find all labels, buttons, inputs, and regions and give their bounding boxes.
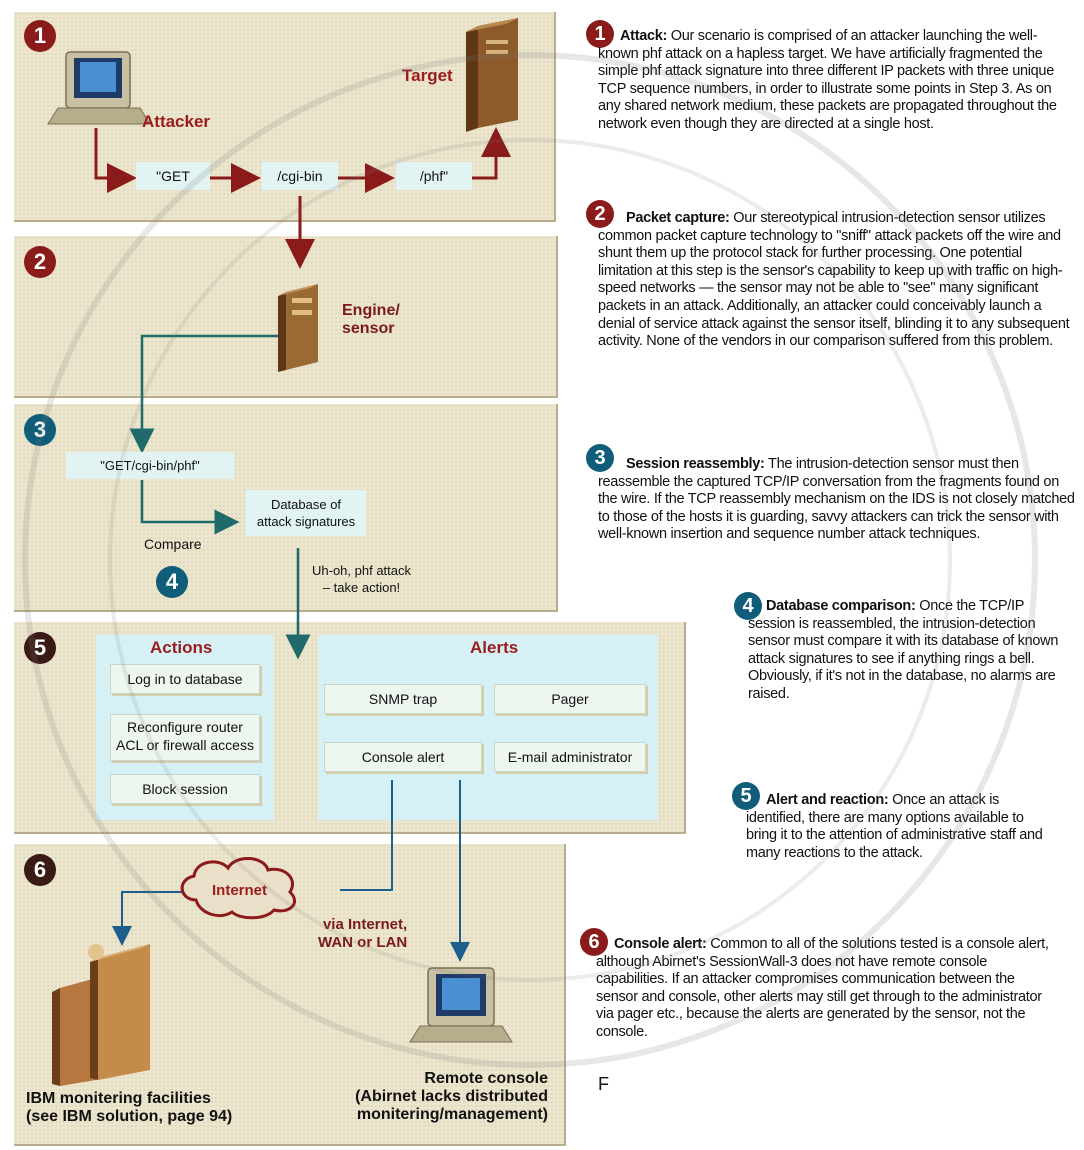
internet-cloud-icon bbox=[180, 857, 297, 920]
via-line2: WAN or LAN bbox=[318, 934, 408, 951]
step4-badge: 4 bbox=[156, 566, 188, 598]
action-reconfigure-line2: ACL or firewall access bbox=[116, 737, 254, 753]
desc-4-heading: Database comparison: bbox=[766, 598, 916, 614]
desc-2: Packet capture: Our stereotypical intrus… bbox=[598, 210, 1076, 351]
action-log-database: Log in to database bbox=[110, 664, 260, 694]
remote-console-label: Remote console (Abirnet lacks distribute… bbox=[304, 1070, 548, 1124]
alert-console: Console alert bbox=[324, 742, 482, 772]
packet-3: /phf" bbox=[396, 162, 472, 190]
action-reconfigure-line1: Reconfigure router bbox=[127, 719, 243, 735]
database-box: Database of attack signatures bbox=[246, 490, 366, 536]
via-line1: via Internet, bbox=[322, 916, 408, 933]
database-line2: attack signatures bbox=[256, 514, 356, 529]
remote-line3: monitering/management) bbox=[356, 1106, 548, 1123]
desc-4-badge: 4 bbox=[734, 592, 762, 620]
alert-pager: Pager bbox=[494, 684, 646, 714]
desc-5-body: Once an attack is identified, there are … bbox=[746, 792, 1043, 861]
alert-email-admin: E-mail administrator bbox=[494, 742, 646, 772]
desc-4-body: Once the TCP/IP session is reassembled, … bbox=[748, 598, 1059, 702]
internet-label: Internet bbox=[212, 882, 268, 899]
request-string: "GET/cgi-bin/phf" bbox=[66, 452, 234, 479]
target-label: Target bbox=[402, 66, 453, 85]
desc-1-heading: Attack: bbox=[620, 28, 668, 44]
alerts-title: Alerts bbox=[470, 638, 519, 657]
actions-title: Actions bbox=[150, 638, 213, 657]
desc-1-body: Our scenario is comprised of an attacker… bbox=[598, 28, 1057, 132]
attacker-label: Attacker bbox=[142, 112, 211, 131]
desc-6-heading: Console alert: bbox=[614, 936, 707, 952]
ibm-label: IBM monitering facilities (see IBM solut… bbox=[26, 1090, 232, 1126]
ibm-buildings-icon bbox=[52, 944, 150, 1086]
engine-sensor-icon bbox=[278, 284, 318, 372]
engine-label-line2: sensor bbox=[342, 320, 395, 337]
verdict-label: Uh-oh, phf attack – take action! bbox=[312, 562, 411, 596]
desc-3: Session reassembly: The intrusion-detect… bbox=[598, 456, 1076, 544]
attacker-computer-icon bbox=[47, 51, 151, 125]
verdict-line1: Uh-oh, phf attack bbox=[312, 563, 411, 578]
desc-6-badge: 6 bbox=[580, 928, 608, 956]
desc-2-body: Our stereotypical intrusion-detection se… bbox=[598, 210, 1070, 350]
step1-badge: 1 bbox=[24, 20, 56, 52]
remote-line2: (Abirnet lacks distributed bbox=[355, 1088, 548, 1105]
packet-1: "GET bbox=[136, 162, 210, 190]
alerts-group bbox=[318, 635, 658, 820]
engine-label-line1: Engine/ bbox=[342, 302, 400, 319]
desc-5-badge: 5 bbox=[732, 782, 760, 810]
desc-5: Alert and reaction: Once an attack is id… bbox=[746, 792, 1046, 862]
step3-badge: 3 bbox=[24, 414, 56, 446]
footer-mark: F bbox=[598, 1074, 609, 1094]
desc-3-body: The intrusion-detection sensor must then… bbox=[598, 456, 1075, 543]
action-block-session: Block session bbox=[110, 774, 260, 804]
desc-5-heading: Alert and reaction: bbox=[766, 792, 889, 808]
step2-badge: 2 bbox=[24, 246, 56, 278]
remote-console-icon bbox=[409, 967, 513, 1043]
action-reconfigure-router: Reconfigure router ACL or firewall acces… bbox=[110, 714, 260, 761]
desc-1: Attack: Our scenario is comprised of an … bbox=[598, 28, 1076, 134]
desc-2-heading: Packet capture: bbox=[626, 210, 730, 226]
step6-badge: 6 bbox=[24, 854, 56, 886]
desc-6: Console alert: Common to all of the solu… bbox=[596, 936, 1052, 1042]
alert-snmp-trap: SNMP trap bbox=[324, 684, 482, 714]
packet-2: /cgi-bin bbox=[262, 162, 338, 190]
step5-badge: 5 bbox=[24, 632, 56, 664]
remote-line1: Remote console bbox=[424, 1070, 548, 1087]
compare-label: Compare bbox=[144, 536, 202, 552]
via-label: via Internet, WAN or LAN bbox=[318, 916, 407, 952]
verdict-line2: – take action! bbox=[322, 580, 401, 595]
desc-3-heading: Session reassembly: bbox=[626, 456, 765, 472]
target-server-icon bbox=[466, 18, 518, 132]
step1-panel bbox=[14, 12, 556, 222]
database-line1: Database of bbox=[270, 497, 342, 512]
desc-4: Database comparison: Once the TCP/IP ses… bbox=[748, 598, 1068, 704]
desc-6-body: Common to all of the solutions tested is… bbox=[596, 936, 1049, 1040]
ibm-line2: (see IBM solution, page 94) bbox=[26, 1108, 233, 1125]
desc-2-badge: 2 bbox=[586, 200, 614, 228]
engine-label: Engine/ sensor bbox=[342, 302, 400, 338]
ibm-line1: IBM monitering facilities bbox=[26, 1090, 211, 1107]
desc-3-badge: 3 bbox=[586, 444, 614, 472]
desc-1-badge: 1 bbox=[586, 20, 614, 48]
